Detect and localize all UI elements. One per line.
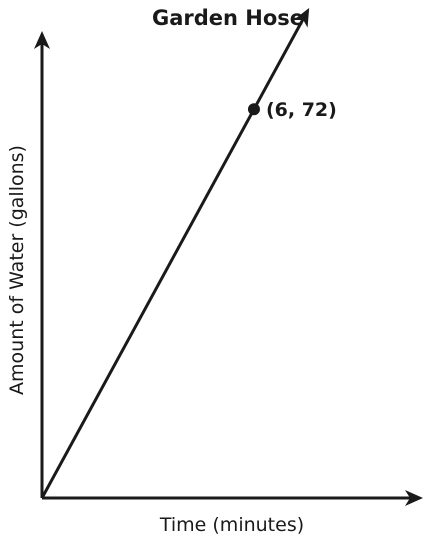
chart-title: Garden Hose bbox=[152, 6, 304, 30]
x-axis-label: Time (minutes) bbox=[159, 514, 304, 536]
data-point bbox=[247, 103, 260, 116]
series-line bbox=[40, 7, 310, 499]
y-axis-label: Amount of Water (gallons) bbox=[6, 145, 28, 395]
data-point-label: (6, 72) bbox=[266, 99, 337, 121]
